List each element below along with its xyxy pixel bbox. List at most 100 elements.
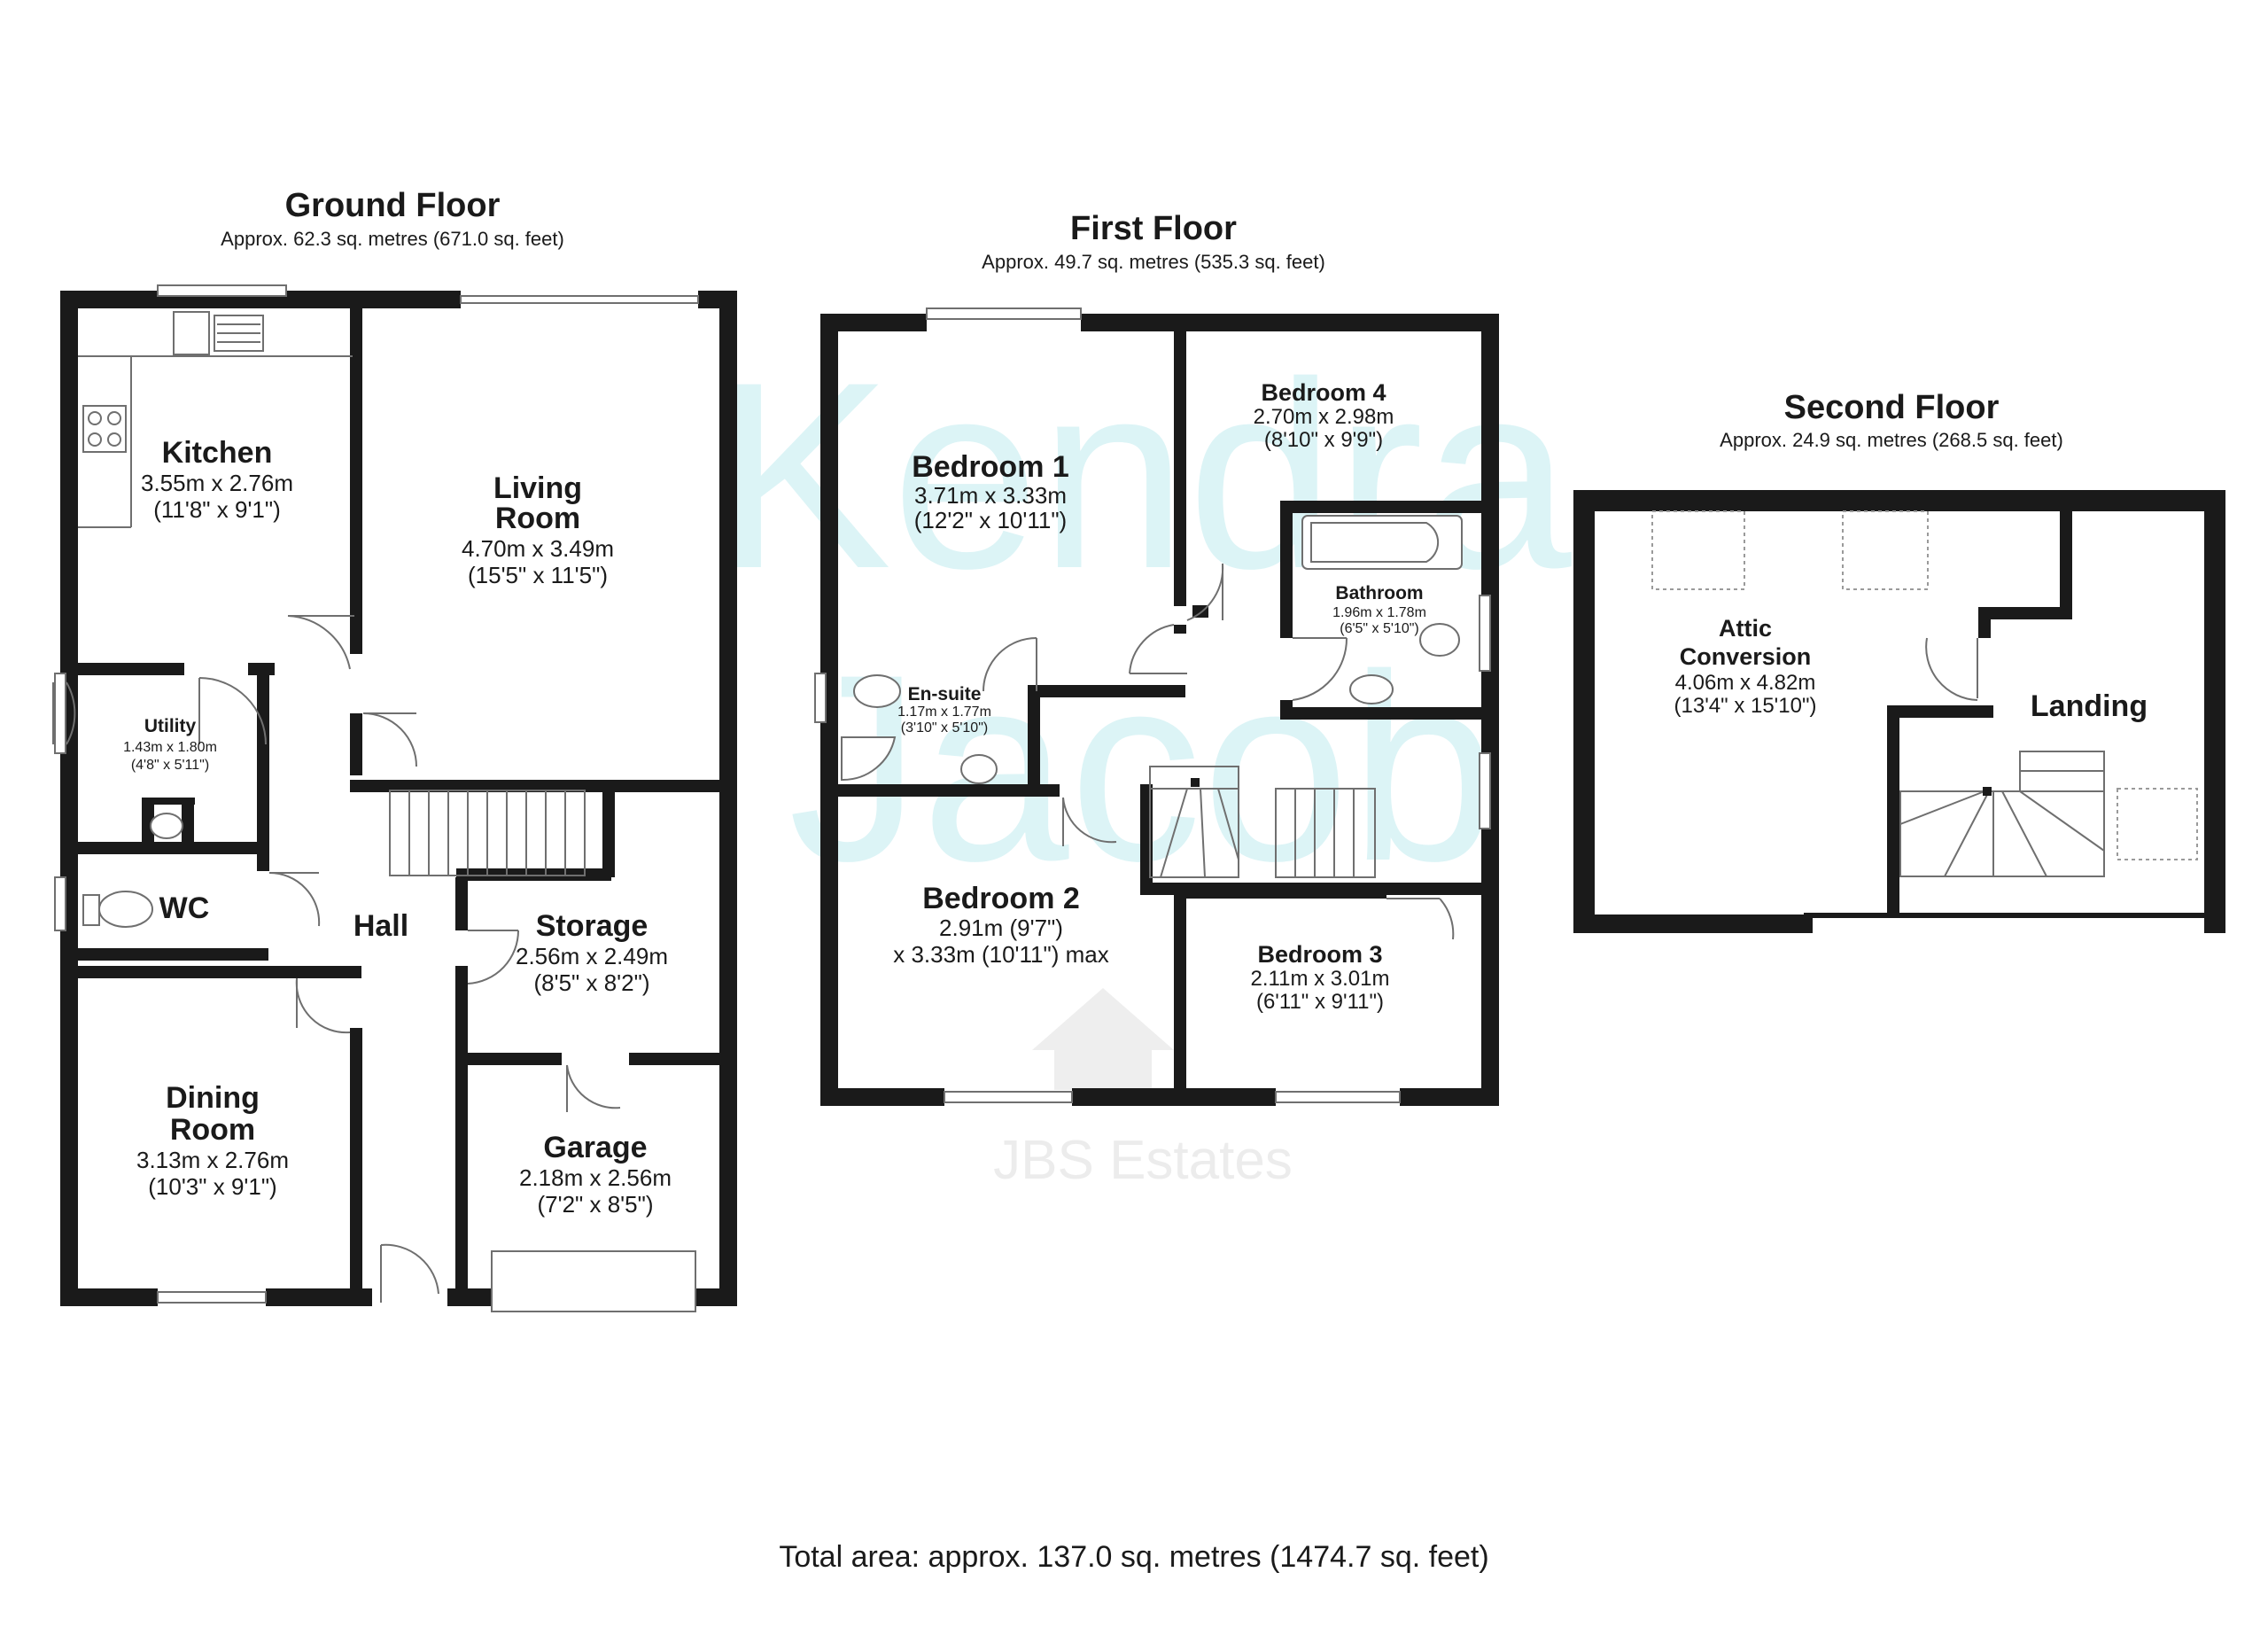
- total-area: Total area: approx. 137.0 sq. metres (14…: [779, 1540, 1488, 1574]
- room-ensuite: En-suite 1.17m x 1.77m (3'10" x 5'10"): [897, 684, 991, 735]
- dining-name-1: Dining: [166, 1081, 260, 1115]
- wc-toilet-icon: [98, 891, 153, 928]
- bedroom1-window: [926, 307, 1082, 320]
- first-floor: First Floor Approx. 49.7 sq. metres (535…: [814, 210, 1499, 1106]
- living-dim-ft: (15'5" x 11'5"): [468, 562, 608, 588]
- landing-window: [1479, 752, 1491, 829]
- watermark-tagline: JBS Estates: [993, 1130, 1293, 1191]
- room-utility: Utility 1.43m x 1.80m (4'8" x 5'11"): [123, 716, 217, 773]
- room-bedroom4: Bedroom 4 2.70m x 2.98m (8'10" x 9'9"): [1254, 379, 1394, 452]
- bedroom4-name: Bedroom 4: [1261, 379, 1386, 406]
- bathroom-dim-ft: (6'5" x 5'10"): [1340, 621, 1419, 636]
- ensuite-dim-m: 1.17m x 1.77m: [897, 704, 991, 720]
- roof-light-3: [2117, 788, 2198, 860]
- ensuite-basin-icon: [960, 754, 998, 784]
- bedroom3-name: Bedroom 3: [1257, 941, 1382, 968]
- ground-doors: [52, 615, 621, 1303]
- watermark-line1: Kendra: [714, 326, 1573, 624]
- sink-icon: [173, 311, 210, 355]
- room-bathroom: Bathroom 1.96m x 1.78m (6'5" x 5'10"): [1332, 583, 1426, 636]
- attic-name-2: Conversion: [1680, 643, 1812, 670]
- bathroom-dim-m: 1.96m x 1.78m: [1332, 605, 1426, 620]
- storage-dim-ft: (8'5" x 8'2"): [534, 969, 650, 996]
- first-stairs: [1149, 766, 1376, 878]
- attic-dim-ft: (13'4" x 15'10"): [1674, 694, 1817, 718]
- kitchen-name: Kitchen: [162, 436, 273, 470]
- bedroom3-window: [1275, 1091, 1401, 1103]
- landing-name: Landing: [2031, 689, 2148, 723]
- room-bedroom1: Bedroom 1 3.71m x 3.33m (12'2" x 10'11"): [912, 450, 1069, 533]
- first-doors: [983, 563, 1455, 940]
- bedroom1-dim-m: 3.71m x 3.33m: [914, 482, 1067, 509]
- utility-dim-ft: (4'8" x 5'11"): [131, 758, 209, 773]
- storage-dim-m: 2.56m x 2.49m: [516, 943, 668, 969]
- garage-door: [491, 1250, 696, 1312]
- dining-name-2: Room: [170, 1113, 255, 1147]
- first-floor-title: First Floor: [1070, 210, 1237, 247]
- room-bedroom2: Bedroom 2 2.91m (9'7") x 3.33m (10'11") …: [893, 882, 1108, 968]
- kitchen-window: [157, 284, 287, 297]
- wc-name: WC: [159, 891, 210, 925]
- storage-name: Storage: [536, 909, 649, 943]
- kitchen-fixtures: [78, 311, 353, 528]
- second-floor: Second Floor Approx. 24.9 sq. metres (26…: [1573, 389, 2225, 933]
- bedroom2-window: [944, 1091, 1073, 1103]
- utility-dim-m: 1.43m x 1.80m: [123, 740, 217, 755]
- room-living: Living Room 4.70m x 3.49m (15'5" x 11'5"…: [462, 471, 614, 588]
- bedroom4-dim-ft: (8'10" x 9'9"): [1264, 428, 1383, 452]
- hall-name: Hall: [353, 909, 408, 943]
- room-bedroom3: Bedroom 3 2.11m x 3.01m (6'11" x 9'11"): [1251, 941, 1390, 1014]
- room-dining: Dining Room 3.13m x 2.76m (10'3" x 9'1"): [136, 1081, 289, 1200]
- ground-stairs: [389, 790, 586, 876]
- roof-light-1: [1651, 510, 1745, 590]
- basin-icon: [150, 813, 183, 839]
- first-floor-walls: [820, 314, 1499, 1106]
- bedroom4-dim-m: 2.70m x 2.98m: [1254, 405, 1394, 429]
- living-room-patio-door: [460, 295, 699, 304]
- room-storage: Storage 2.56m x 2.49m (8'5" x 8'2"): [516, 909, 668, 996]
- watermark-house-icon: [1032, 988, 1174, 1090]
- bedroom3-dim-ft: (6'11" x 9'11"): [1256, 990, 1384, 1014]
- utility-name: Utility: [144, 716, 197, 736]
- bedroom2-dim-1: 2.91m (9'7"): [939, 915, 1063, 941]
- bedroom1-dim-ft: (12'2" x 10'11"): [914, 507, 1067, 533]
- kitchen-dim-m: 3.55m x 2.76m: [141, 470, 293, 496]
- attic-door: [1925, 637, 1978, 701]
- dining-window: [157, 1291, 267, 1304]
- room-kitchen: Kitchen 3.55m x 2.76m (11'8" x 9'1"): [141, 436, 293, 523]
- bedroom3-dim-m: 2.11m x 3.01m: [1251, 967, 1390, 991]
- garage-dim-ft: (7'2" x 8'5"): [538, 1191, 654, 1218]
- second-floor-title: Second Floor: [1784, 389, 2000, 426]
- living-dim-m: 4.70m x 3.49m: [462, 535, 614, 562]
- garage-name: Garage: [543, 1131, 647, 1164]
- ensuite-dim-ft: (3'10" x 5'10"): [901, 720, 988, 735]
- wc-window: [54, 876, 66, 931]
- second-stairs: [1899, 751, 2105, 877]
- second-floor-walls: [1573, 490, 2225, 933]
- attic-dim-m: 4.06m x 4.82m: [1675, 671, 1816, 695]
- second-floor-area: Approx. 24.9 sq. metres (268.5 sq. feet): [1720, 429, 2063, 451]
- kitchen-dim-ft: (11'8" x 9'1"): [153, 496, 281, 523]
- ensuite-name: En-suite: [908, 684, 982, 704]
- garage-dim-m: 2.18m x 2.56m: [519, 1164, 672, 1191]
- first-floor-area: Approx. 49.7 sq. metres (535.3 sq. feet): [982, 251, 1325, 273]
- bedroom2-dim-2: x 3.33m (10'11") max: [893, 941, 1108, 968]
- utility-door-frame: [54, 673, 66, 754]
- hob-icon: [82, 405, 127, 453]
- ensuite-window: [814, 673, 827, 723]
- roof-light-2: [1842, 510, 1929, 590]
- shower-icon: [841, 736, 897, 782]
- bedroom2-name: Bedroom 2: [922, 882, 1080, 915]
- attic-name-1: Attic: [1719, 615, 1772, 642]
- ensuite-toilet-icon: [853, 674, 901, 708]
- bathroom-toilet-icon: [1419, 623, 1460, 657]
- ground-floor: Ground Floor Approx. 62.3 sq. metres (67…: [52, 187, 737, 1312]
- bathroom-window: [1479, 595, 1491, 672]
- room-garage: Garage 2.18m x 2.56m (7'2" x 8'5"): [519, 1131, 672, 1218]
- dining-dim-m: 3.13m x 2.76m: [136, 1147, 289, 1173]
- ground-floor-area: Approx. 62.3 sq. metres (671.0 sq. feet): [221, 228, 564, 250]
- dining-dim-ft: (10'3" x 9'1"): [148, 1173, 276, 1200]
- bathroom-name: Bathroom: [1335, 583, 1423, 603]
